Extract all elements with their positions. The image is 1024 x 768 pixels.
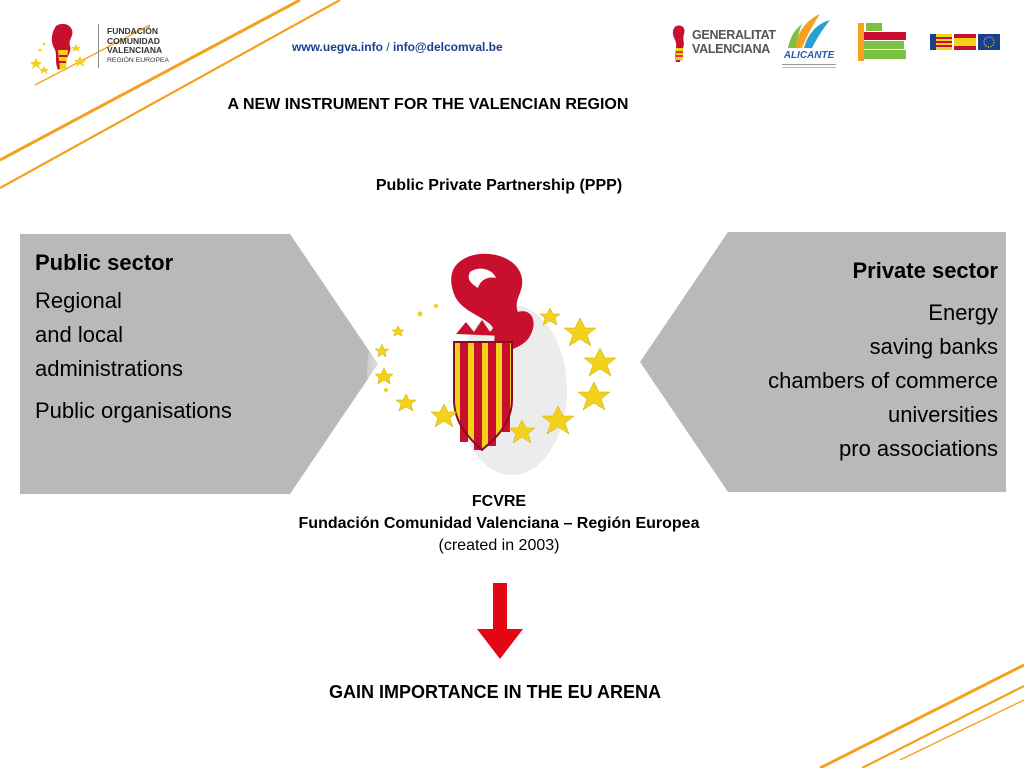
public-sector-text: Public sector Regional and local adminis… — [35, 246, 305, 428]
private-sector-panel — [640, 232, 1006, 492]
private-sector-line: Energy — [928, 300, 998, 325]
email-link[interactable]: info@delcomval.be — [392, 40, 503, 54]
public-sector-panel — [20, 234, 378, 494]
generalitat-text-2: VALENCIANA — [692, 42, 771, 56]
website-link[interactable]: www.uegva.info — [292, 40, 383, 54]
fcvre-acronym: FCVRE — [471, 493, 527, 510]
public-sector-line: Regional — [35, 288, 122, 313]
generalitat-text-1: GENERALITAT — [692, 28, 776, 42]
public-organisations-line: Public organisations — [35, 398, 232, 423]
swoosh-line-bottom-2 — [861, 685, 1024, 768]
foundation-logo-text: FUNDACIÓN COMUNIDAD VALENCIANA REGIÓN EU… — [107, 26, 197, 65]
down-arrow-icon — [477, 583, 523, 659]
contact-links: www.uegva.info / info@delcomval.be — [292, 40, 503, 54]
generalitat-valenciana-logo: GENERALITAT VALENCIANA — [670, 22, 776, 66]
conclusion-text: GAIN IMPORTANCE IN THE EU ARENA — [328, 682, 661, 702]
swoosh-line-top-1 — [0, 0, 301, 162]
logo-line-3: VALENCIANA — [107, 45, 163, 55]
fcvre-caption: FCVRE Fundación Comunidad Valenciana – R… — [0, 491, 998, 557]
public-sector-line: administrations — [35, 356, 183, 381]
year-2010-logo — [858, 23, 908, 61]
flags-icon — [930, 34, 1000, 50]
logo-divider — [98, 24, 99, 68]
foundation-logo: FUNDACIÓN COMUNIDAD VALENCIANA REGIÓN EU… — [28, 20, 178, 74]
generalitat-crest-icon — [672, 25, 685, 62]
page-title: A NEW INSTRUMENT FOR THE VALENCIAN REGIO… — [227, 96, 629, 113]
logo-line-2: COMUNIDAD — [107, 35, 160, 46]
swoosh-line-top-3 — [34, 24, 151, 86]
private-sector-line: pro associations — [839, 436, 998, 461]
private-sector-line: saving banks — [869, 334, 998, 359]
logo-line-4: REGIÓN EUROPEA — [107, 56, 169, 64]
swoosh-line-top-2 — [0, 0, 341, 189]
fcvre-full-name: Fundación Comunidad Valenciana – Región … — [298, 515, 700, 532]
sails-icon — [788, 14, 830, 48]
alicante-logo: ALICANTE — [778, 12, 840, 72]
alicante-underline-2 — [782, 67, 836, 68]
swoosh-line-bottom-1 — [819, 663, 1024, 768]
swoosh-line-bottom-3 — [899, 699, 1024, 761]
alicante-underline — [782, 64, 836, 65]
private-sector-line: chambers of commerce — [768, 368, 998, 393]
logo-line-1: FUNDACIÓN — [107, 26, 158, 36]
page-subtitle: Public Private Partnership (PPP) — [375, 177, 623, 194]
contact-separator: / — [386, 40, 390, 54]
public-sector-line: and local — [35, 322, 124, 347]
fcvre-created-note: (created in 2003) — [438, 537, 560, 554]
private-sector-text: Private sector Energy saving banks chamb… — [680, 254, 998, 466]
fcvre-emblem-icon — [367, 253, 637, 482]
public-sector-heading: Public sector — [35, 250, 174, 275]
alicante-text: ALICANTE — [783, 50, 835, 61]
private-sector-line: universities — [887, 402, 998, 427]
foundation-crest-icon — [30, 23, 86, 74]
private-sector-heading: Private sector — [852, 258, 998, 283]
